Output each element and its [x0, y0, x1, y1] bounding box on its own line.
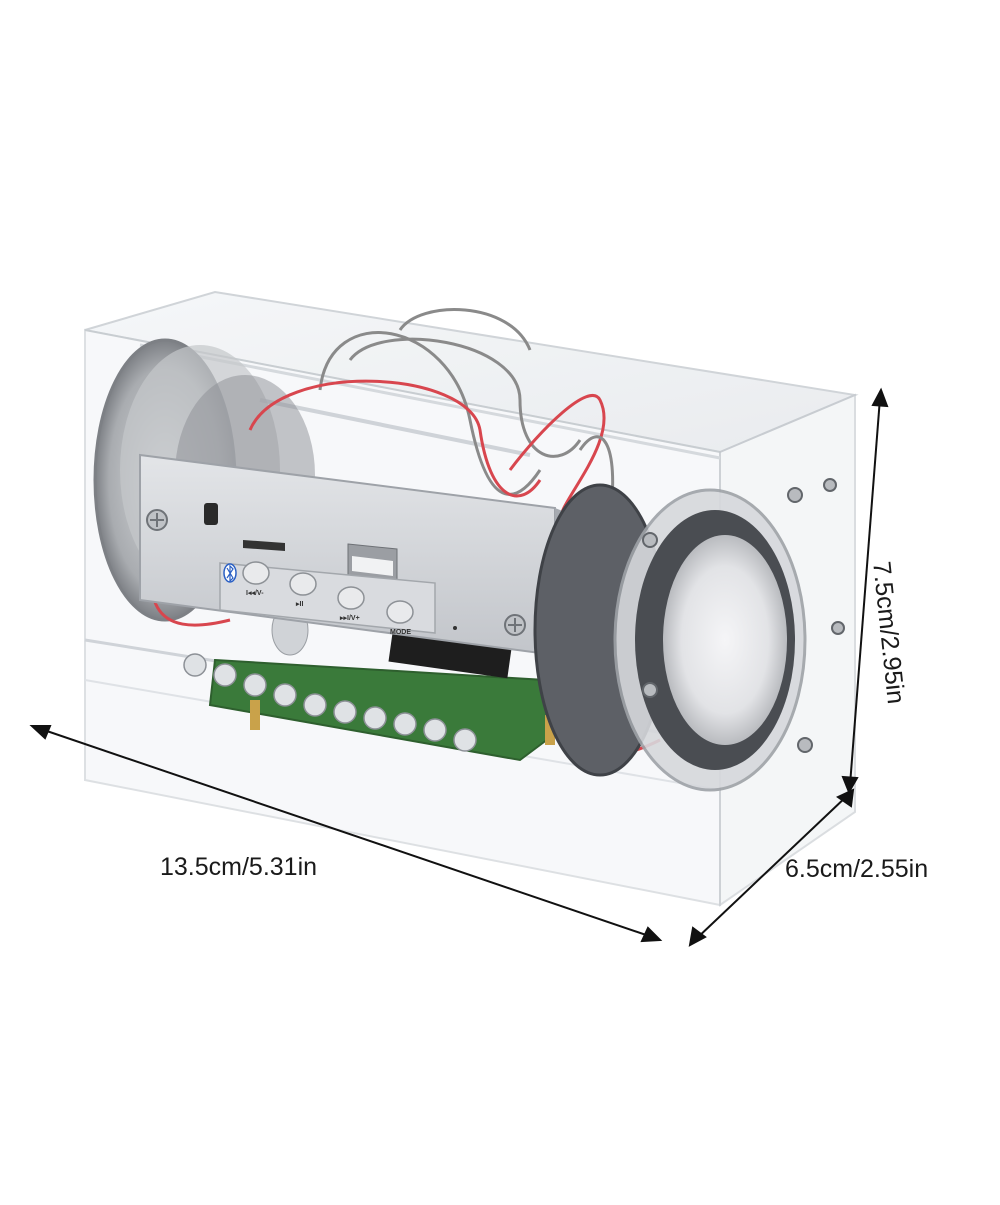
- next-vol-up-button[interactable]: ▸▸I/V+: [337, 586, 365, 622]
- depth-arrow: [694, 794, 849, 941]
- play-pause-label: ▸II: [295, 601, 303, 608]
- indicator-hole: [453, 626, 457, 630]
- length-dimension-label: 13.5cm/5.31in: [160, 853, 318, 881]
- play-pause-button[interactable]: ▸II: [289, 572, 317, 608]
- depth-dimension-label: 6.5cm/2.55in: [785, 855, 929, 883]
- dimension-arrows: [29, 387, 889, 947]
- aux-jack: [204, 503, 218, 525]
- mode-label: MODE: [390, 629, 411, 636]
- tf-card-slot: [243, 540, 285, 551]
- screw-icon: [146, 509, 168, 531]
- screw-icon: [504, 614, 526, 636]
- bluetooth-icon: [223, 563, 237, 583]
- mode-button[interactable]: MODE: [386, 600, 414, 636]
- next-vol-up-label: ▸▸I/V+: [339, 615, 360, 622]
- prev-vol-down-label: I◂◂/V-: [246, 590, 264, 597]
- right-speaker: [533, 478, 845, 792]
- height-arrow: [849, 397, 881, 786]
- length-arrow: [37, 727, 656, 939]
- prev-vol-down-button[interactable]: I◂◂/V-: [242, 561, 270, 597]
- control-panel: I◂◂/V- ▸II ▸▸I/V+ MODE: [139, 453, 565, 660]
